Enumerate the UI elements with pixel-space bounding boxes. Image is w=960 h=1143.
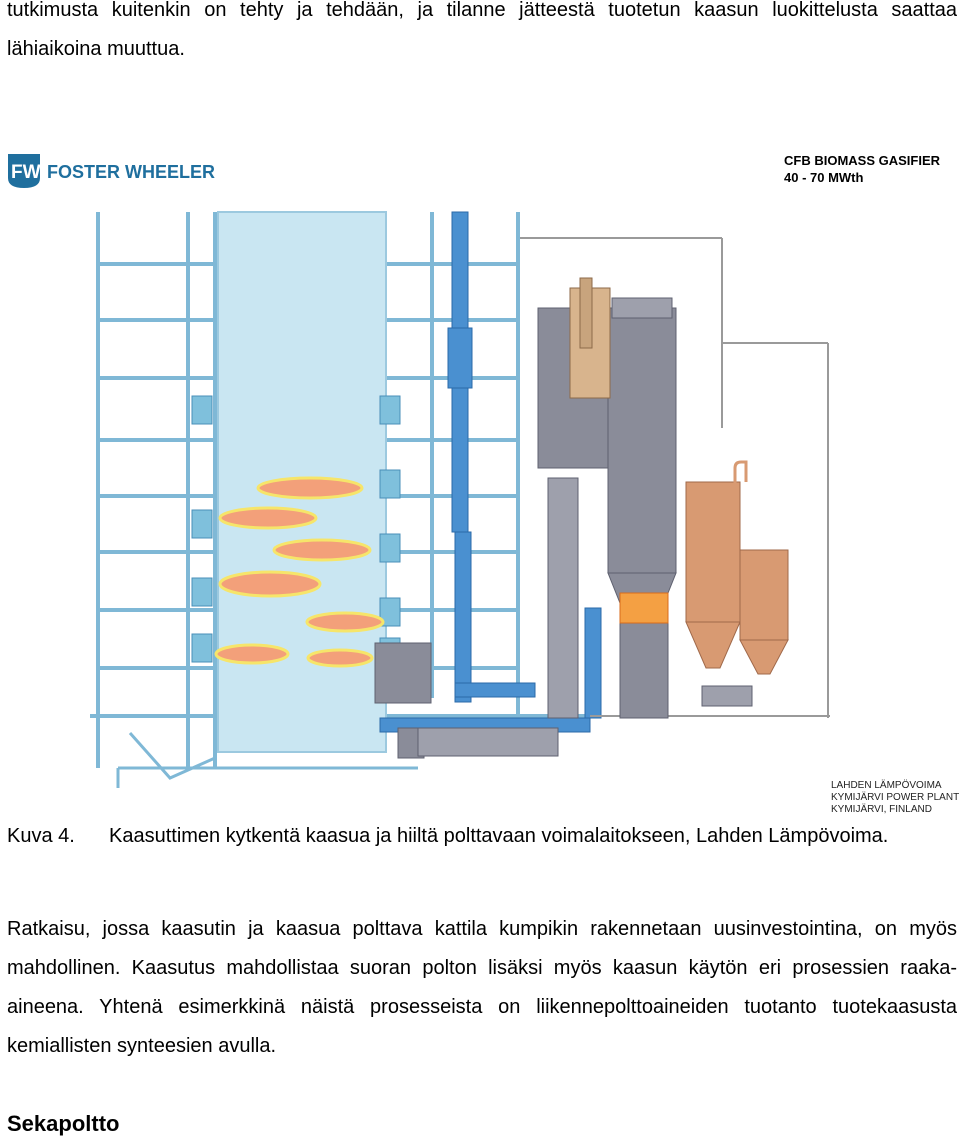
logo-monogram: FW bbox=[11, 162, 41, 183]
plant-location: KYMIJÄRVI, FINLAND bbox=[831, 803, 932, 815]
figure-subtitle: 40 - 70 MWth bbox=[784, 170, 864, 185]
boiler-frame bbox=[90, 212, 590, 768]
logo-text: FOSTER WHEELER bbox=[47, 162, 215, 182]
plant-name: LAHDEN LÄMPÖVOIMA bbox=[831, 779, 942, 791]
top-paragraph: tutkimusta kuitenkin on tehty ja tehdään… bbox=[7, 0, 957, 60]
flames bbox=[214, 476, 385, 668]
section-heading: Sekapoltto bbox=[7, 1111, 120, 1136]
figure-title: CFB BIOMASS GASIFIER bbox=[784, 153, 941, 168]
boiler-bottom bbox=[116, 732, 418, 788]
caption-text: Kaasuttimen kytkentä kaasua ja hiiltä po… bbox=[109, 825, 889, 847]
gasifier-reactor bbox=[537, 277, 677, 719]
gasifier-figure: FW FOSTER WHEELER CFB BIOMASS GASIFIER 4… bbox=[0, 138, 960, 818]
gas-duct bbox=[379, 211, 602, 733]
gasifier-frame bbox=[520, 237, 830, 718]
caption-label: Kuva 4. bbox=[7, 825, 75, 847]
fuel-silos bbox=[685, 460, 789, 707]
foster-wheeler-logo: FW FOSTER WHEELER bbox=[8, 154, 215, 188]
figure-caption: Kuva 4. Kaasuttimen kytkentä kaasua ja hi… bbox=[7, 822, 907, 851]
plant-diagram: FW FOSTER WHEELER CFB BIOMASS GASIFIER 4… bbox=[8, 153, 959, 815]
plant-name-english: KYMIJÄRVI POWER PLANT bbox=[831, 791, 959, 803]
body-paragraph: Ratkaisu, jossa kaasutin ja kaasua poltt… bbox=[7, 918, 957, 1057]
burners bbox=[191, 395, 401, 667]
gas-cooler bbox=[374, 642, 559, 759]
